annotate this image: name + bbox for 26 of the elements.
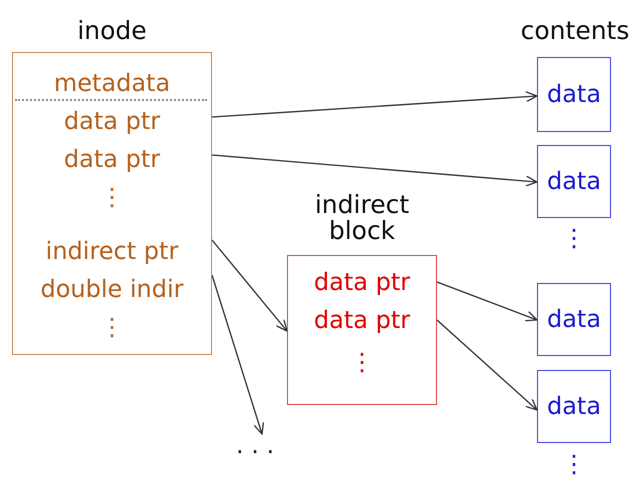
arrow	[212, 91, 538, 118]
pointer-entry: data ptr	[312, 268, 412, 296]
arrow	[436, 281, 538, 322]
arrow	[212, 154, 538, 187]
pointer-entry: indirect ptr	[44, 237, 180, 265]
arrow	[212, 240, 288, 332]
ellipsis-text: · · ·	[236, 438, 274, 466]
arrow	[211, 274, 264, 435]
box-heading: inode	[76, 18, 148, 43]
pointer-entry: data	[546, 305, 602, 333]
pointer-entry: data	[546, 80, 602, 108]
vertical-ellipsis: ⋮	[99, 183, 125, 211]
vertical-ellipsis: ⋮	[349, 348, 375, 376]
pointer-entry: data	[546, 392, 602, 420]
arrow	[436, 320, 538, 411]
pointer-entry: data ptr	[62, 145, 162, 173]
pointer-entry: metadata	[52, 69, 172, 97]
pointer-entry: double indir	[39, 275, 185, 303]
column-heading: contents	[520, 18, 630, 43]
vertical-ellipsis: ⋮	[99, 313, 125, 341]
pointer-entry: data ptr	[312, 306, 412, 334]
pointer-entry: data ptr	[62, 107, 162, 135]
pointer-entry: data	[546, 167, 602, 195]
vertical-ellipsis: ⋮	[562, 450, 586, 478]
vertical-ellipsis: ⋮	[562, 224, 586, 252]
box-heading: indirect block	[314, 192, 410, 244]
